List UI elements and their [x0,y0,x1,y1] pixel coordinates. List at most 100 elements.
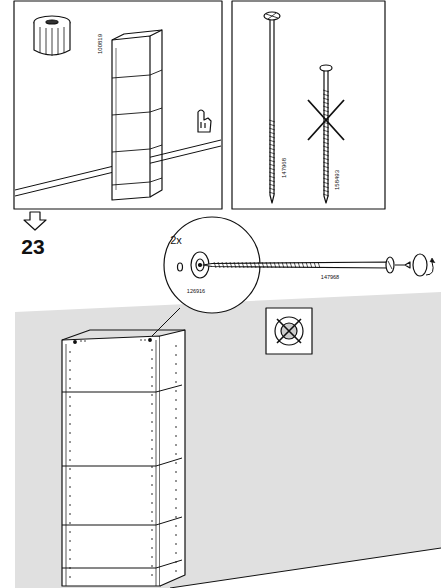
screw-thread [323,98,329,100]
peg-hole [175,381,177,383]
peg-hole [151,367,153,369]
peg-hole [69,378,71,380]
peg-hole [69,513,71,515]
peg-hole [151,412,153,414]
peg-hole [151,448,153,450]
peg-hole [175,417,177,419]
screw-thread [234,262,236,268]
screw-thread [278,262,280,268]
next-step-arrow [24,212,46,230]
peg-hole [69,540,71,542]
peg-hole [69,405,71,407]
peg-hole [175,534,177,536]
peg-hole [175,543,177,545]
screw-thread [269,152,275,154]
screw-thread [254,262,256,268]
screw-thread [323,194,329,196]
peg-hole [69,414,71,416]
peg-hole [151,565,153,567]
peg-hole [151,538,153,540]
peg-hole [175,399,177,401]
floor-line [170,548,441,588]
screw-thread [286,262,288,268]
screw-thread [269,124,275,126]
screw-thread [250,262,252,268]
screw-thread [323,166,329,168]
peg-hole [151,502,153,504]
peg-hole [175,570,177,572]
screw-thread [323,158,329,160]
no-plug-icon [266,308,312,354]
screw-thread [262,262,264,268]
screw-thread [323,174,329,176]
peg-hole [175,561,177,563]
screw-thread [269,180,275,182]
peg-hole [151,349,153,351]
screw-thread [269,176,275,178]
screw-thread [269,188,275,190]
peg-hole [151,439,153,441]
screw-thread [318,262,320,268]
screw-thread [238,262,240,268]
peg-hole [151,394,153,396]
screw-thread [274,262,276,268]
peg-hole [69,360,71,362]
peg-hole [151,403,153,405]
screw-thread [323,110,329,112]
peg-hole [69,477,71,479]
screw-thread [323,130,329,132]
screw-thread [323,138,329,140]
part-number: 126916 [187,289,205,295]
peg-hole [151,475,153,477]
screw-thread [242,262,244,268]
peg-hole [175,498,177,500]
screw-thread [269,184,275,186]
screw-thread [323,162,329,164]
screw-thread [269,140,275,142]
peg-hole [151,574,153,576]
long-screw [264,12,280,203]
screw-thread [269,136,275,138]
screw-thread [269,132,275,134]
peg-hole [151,430,153,432]
peg-hole [69,567,71,569]
peg-hole [69,531,71,533]
screw-thread [323,126,329,128]
screw-thread [310,262,312,268]
screw-thread [269,172,275,174]
peg-hole [151,421,153,423]
screw-thread [290,262,292,268]
screw-thread [314,262,316,268]
screw-thread [323,146,329,148]
screw-thread [323,102,329,104]
screw-thread [269,192,275,194]
quantity: 2x [170,235,182,246]
screw-thread [226,262,228,268]
peg-hole [151,511,153,513]
screw-thread [323,94,329,96]
peg-hole [69,468,71,470]
screw-thread [269,148,275,150]
part-number: 100819 [97,34,103,54]
peg-hole [151,376,153,378]
peg-hole [69,450,71,452]
peg-hole [175,345,177,347]
part-number: 147968 [281,158,287,178]
peg-hole [69,486,71,488]
screw-thread [323,170,329,172]
peg-hole [175,480,177,482]
screw-thread [302,262,304,268]
screw-thread [270,262,272,268]
screw-thread [294,262,296,268]
knob-icon [34,16,70,56]
peg-hole [151,358,153,360]
screw-thread [323,142,329,144]
peg-hole [69,351,71,353]
peg-hole [175,390,177,392]
screw-thread [323,182,329,184]
peg-hole [151,466,153,468]
peg-hole [151,385,153,387]
info-panel [14,1,222,209]
screw-thread [323,190,329,192]
